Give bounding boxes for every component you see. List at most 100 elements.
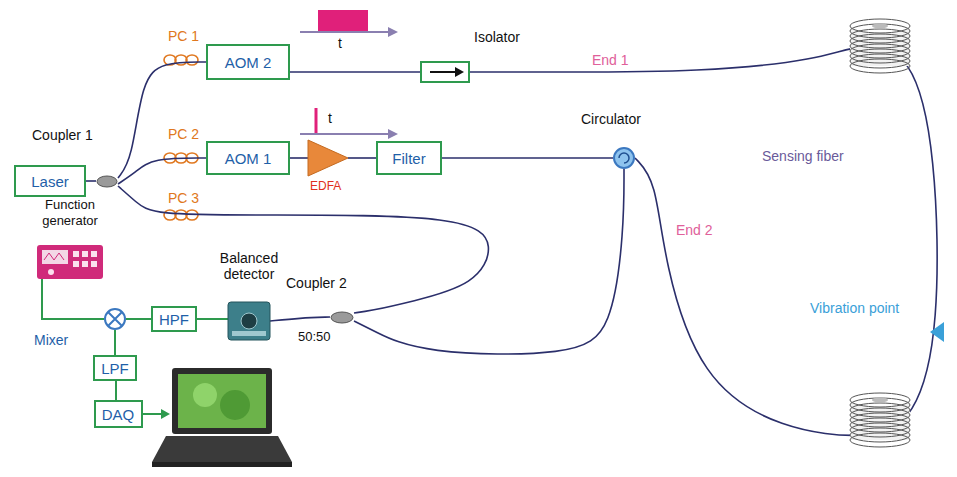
isolator-arrow [430,71,456,73]
part-label: Coupler 1 [32,127,93,143]
detector-panel [232,331,266,336]
signal-wire [197,318,228,320]
laptop-display [178,374,266,428]
isolator-arrow [455,67,464,77]
optical-fiber [354,169,624,354]
fiber-coupler-outline [96,175,118,188]
part-label: Balanced detector [212,250,286,282]
box-label: DAQ [102,406,135,423]
vibration-marker [930,322,944,342]
part-label: PC 3 [166,190,201,206]
function-generator-outline [37,245,103,279]
fiber-coupler-outline [330,311,354,324]
generator-knob [48,269,54,275]
optical-fiber [118,62,206,178]
optical-fiber [118,158,206,184]
detector-body [228,302,270,340]
circulator-symbol: Circulator [613,147,635,169]
filter-box: Filter [376,141,442,175]
isolator-symbol: Isolator [420,61,470,83]
optical-fiber [86,180,96,182]
balanced-detector-outline [228,302,270,340]
generator-wave [44,253,64,260]
box-label: Filter [392,150,425,167]
generator-key [73,261,79,267]
axis-label: t [326,110,334,126]
box-label: LPF [101,360,129,377]
spool-hub [872,24,888,29]
daq-box: DAQ [94,400,143,428]
mixer-body [105,309,125,329]
spool-winding [850,59,910,73]
generator-key [73,251,79,257]
laptop-screen [172,368,272,434]
mixer-symbol: Mixer [104,308,126,330]
spool-winding [850,433,910,447]
generator-screen [42,250,68,264]
fiber-label: Sensing fiber [760,148,846,164]
amplifier-triangle: EDFA [308,140,348,176]
fiber-coupler: Coupler 1 [96,175,118,188]
arrow-head [388,27,398,37]
part-label: EDFA [310,178,341,194]
signal-wire [126,318,151,320]
isolator-symbol-outline [422,63,468,81]
fiber-end-label: End 1 [590,52,631,68]
modulator-box: AOM 1 [206,141,290,175]
function-generator: Function generator [37,245,103,279]
pulse-shape [315,108,318,134]
amplifier-triangle-outline [308,140,348,176]
circulator-arrow [619,153,629,163]
balanced-detector: Balanced detector [228,302,270,340]
fiber-spool [850,19,910,73]
laptop-base [152,436,292,462]
optical-fiber [470,46,937,435]
mixer-cross [108,312,122,326]
part-label: Circulator [581,111,641,127]
part-label: Function generator [29,197,111,229]
arrow-head [161,409,170,419]
laptop-base [152,462,292,467]
part-label: Mixer [34,332,68,348]
optical-fiber [118,186,488,313]
part-label: Isolator [474,29,520,45]
box-label: Laser [31,173,69,190]
signal-wire [42,279,104,319]
axis-label: t [336,35,344,51]
box-label: HPF [159,311,189,328]
generator-body [37,245,103,279]
pulse-shape [318,10,368,32]
coupler-body [97,176,117,187]
box-label: AOM 1 [225,150,272,167]
fiber-coupler: Coupler 250:50 [330,311,354,324]
laptop-display [220,390,250,420]
box-label: AOM 2 [225,54,272,71]
time-axis [300,31,392,33]
modulator-box: AOM 2 [206,44,290,80]
signal-wire [115,381,117,400]
vibration-label: Vibration point [808,300,901,316]
optical-fiber [348,157,376,159]
optical-fiber [290,157,308,159]
generator-key [82,251,88,257]
signal-line [142,413,162,415]
arrow-head [388,129,398,139]
laptop-icon [152,368,292,467]
filter-box: HPF [151,306,197,332]
time-axis [300,133,392,135]
signal-wire [114,330,116,355]
fiber-end-label: End 2 [674,222,715,238]
laser-box: Laser [14,165,86,197]
part-label: PC 1 [166,28,201,44]
generator-key [91,251,97,257]
fiber-spool [850,393,910,447]
coupler-body [331,312,353,323]
optical-fiber [270,317,330,321]
optical-fiber [290,71,420,73]
filter-box: LPF [93,355,137,381]
part-label: 50:50 [298,329,331,345]
polarization-controller [186,55,198,65]
mixer-symbol-outline [104,308,126,330]
circulator-symbol-outline [613,147,635,169]
